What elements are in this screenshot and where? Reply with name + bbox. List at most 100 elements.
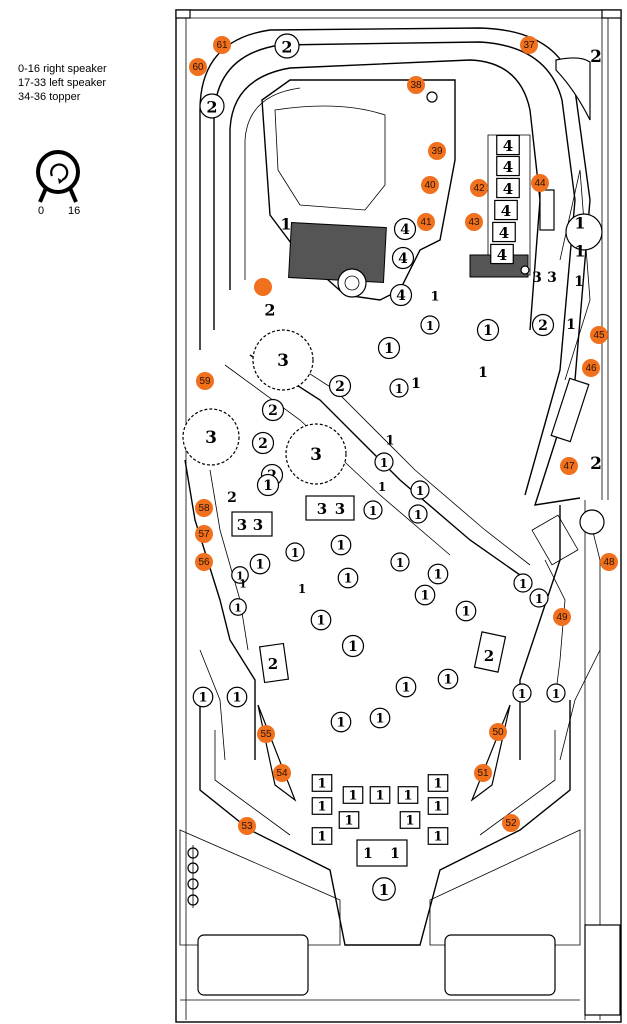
- lamp-circle: [372, 877, 396, 901]
- lamp-number: 1: [433, 830, 442, 845]
- lamp-label: 3: [547, 270, 557, 286]
- lamp-circle: [389, 378, 409, 398]
- lamp-label: 2: [199, 93, 225, 119]
- marker-dot: [520, 36, 538, 54]
- lamp-number: 1: [379, 881, 389, 899]
- lamp-label: 1: [574, 242, 585, 261]
- lamp-label: 1: [574, 274, 584, 290]
- lamp-circle: [391, 246, 415, 270]
- lamp-number: 3: [532, 270, 542, 286]
- lamp-number: 2: [281, 38, 292, 57]
- lamp-circle: [377, 336, 401, 360]
- speaker-legend: 0-16 right speaker 17-33 left speaker 34…: [18, 62, 107, 104]
- lamp-number: 2: [268, 403, 278, 419]
- lamp-label: 1: [330, 534, 352, 556]
- marker-label: 52: [505, 818, 517, 829]
- marker-dot: [582, 359, 600, 377]
- lamp-number: 1: [403, 789, 412, 804]
- marker-dot: [417, 213, 435, 231]
- lamp-circle: [192, 686, 214, 708]
- speaker-marker: 51: [474, 764, 492, 782]
- lamp-number: 1: [378, 480, 386, 494]
- lamp-label: 1: [378, 480, 386, 494]
- lamp-label: 1: [285, 542, 305, 562]
- speaker-marker: 41: [417, 213, 435, 231]
- marker-dot: [560, 457, 578, 475]
- speaker-marker: 54: [273, 764, 291, 782]
- marker-dot: [257, 725, 275, 743]
- lamp-label: 4: [496, 134, 520, 156]
- marker-label: 46: [585, 363, 597, 374]
- lamp-number: 3: [547, 270, 557, 286]
- marker-dot: [238, 817, 256, 835]
- lamp-label: 1: [410, 480, 430, 500]
- marker-label: 55: [260, 729, 272, 740]
- lamp-circle: [363, 500, 383, 520]
- speaker-marker: 56: [195, 553, 213, 571]
- lamp-box: [496, 177, 520, 199]
- lamp-number: 1: [416, 484, 424, 498]
- lamp-label: 1: [420, 315, 440, 335]
- marker-label: 56: [198, 557, 210, 568]
- lamp-label: 2: [590, 47, 602, 67]
- lamp-label: 1: [513, 573, 533, 593]
- lamp-label: 1: [369, 707, 391, 729]
- marker-label: 54: [276, 768, 288, 779]
- lamp-number: 1: [348, 639, 358, 655]
- marker-label: 50: [492, 727, 504, 738]
- lamp-label: 2: [531, 313, 555, 337]
- lamp-number: 2: [227, 490, 237, 506]
- lamp-number: 1: [348, 789, 357, 804]
- lamp-label: 1: [478, 365, 488, 381]
- lamp-box: [427, 774, 449, 792]
- lamp-label: 2: [261, 398, 285, 422]
- lamp-number: 1: [414, 508, 422, 522]
- lamp-number: 1: [336, 539, 345, 554]
- lamp-label: 1: [310, 609, 332, 631]
- marker-label: 57: [198, 529, 210, 540]
- lamp-number: 1: [396, 556, 404, 570]
- marker-dot: [421, 176, 439, 194]
- lamp-label: 1: [363, 846, 373, 862]
- lamp-label: 3: [205, 428, 217, 448]
- marker-dot: [590, 326, 608, 344]
- lamp-label: 1: [249, 553, 271, 575]
- speaker-marker: 58: [195, 499, 213, 517]
- lamp-number: 1: [443, 673, 452, 688]
- lamp-number: 1: [426, 319, 434, 333]
- speaker-marker: 39: [428, 142, 446, 160]
- lamp-circle: [513, 573, 533, 593]
- marker-dot: [474, 764, 492, 782]
- lamp-box: [342, 786, 364, 804]
- speaker-marker: 42: [470, 179, 488, 197]
- lamp-number: 1: [291, 546, 299, 560]
- lamp-number: 1: [280, 215, 291, 234]
- lamp-number: 2: [590, 47, 602, 67]
- marker-label: 38: [410, 80, 422, 91]
- lamp-box: [494, 199, 518, 221]
- lamp-label: 3: [335, 500, 345, 518]
- lamp-label: 2: [590, 454, 602, 474]
- lamp-number: 1: [433, 568, 442, 583]
- lamp-label: 1: [229, 598, 247, 616]
- lamp-label: 1: [390, 846, 400, 862]
- marker-label: 40: [424, 180, 436, 191]
- lamp-number: 4: [497, 246, 507, 264]
- lamp-circle: [476, 318, 500, 342]
- lamp-number: 1: [566, 317, 576, 333]
- lamp-label: 1: [280, 215, 291, 234]
- lamp-label: 4: [393, 217, 417, 241]
- marker-label: 41: [420, 217, 432, 228]
- lamp-label: 1: [399, 811, 421, 829]
- lamp-circle: [251, 431, 275, 455]
- lamp-label: 1: [256, 473, 280, 497]
- marker-dot: [195, 553, 213, 571]
- lamp-number: 2: [484, 647, 494, 665]
- lamp-number: 1: [234, 602, 242, 615]
- lamp-number: 2: [590, 454, 602, 474]
- lamp-box: [496, 134, 520, 156]
- lamp-label: 1: [512, 683, 532, 703]
- lamp-circle: [427, 563, 449, 585]
- marker-dot: [189, 58, 207, 76]
